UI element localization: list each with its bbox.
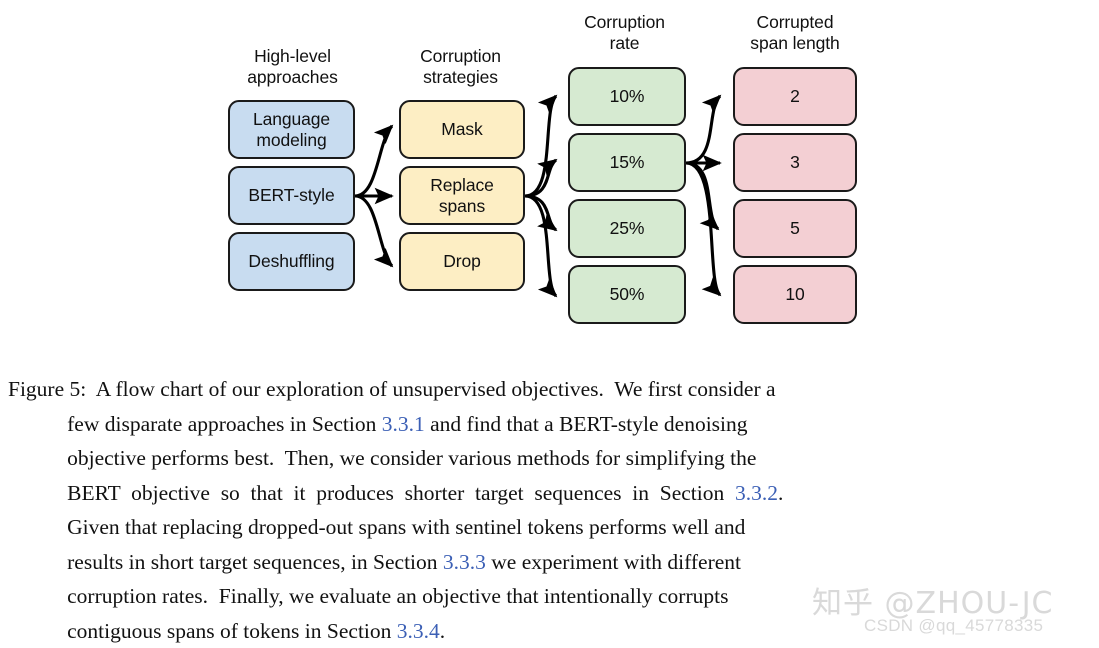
node-deshuffling[interactable]: Deshuffling — [228, 232, 355, 291]
node-span-5[interactable]: 5 — [733, 199, 857, 258]
column-header-corruption-strategies: Corruption strategies — [393, 46, 528, 88]
arrow-rate15-to-span-5 — [686, 163, 718, 229]
node-language-modeling[interactable]: Language modeling — [228, 100, 355, 159]
arrow-bert-to-mask — [355, 126, 392, 196]
flow-arrows-layer — [0, 0, 1099, 345]
arrow-replace-to-rate-50 — [525, 196, 556, 296]
arrow-group-rates-to-span-lengths — [686, 96, 720, 295]
column-header-high-level-approaches: High-level approaches — [225, 46, 360, 88]
node-replace-spans[interactable]: Replace spans — [399, 166, 525, 225]
node-rate-25[interactable]: 25% — [568, 199, 686, 258]
caption-text: corruption rates. Finally, we evaluate a… — [8, 584, 728, 608]
caption-line: objective performs best. Then, we consid… — [8, 441, 1093, 476]
node-span-2[interactable]: 2 — [733, 67, 857, 126]
caption-section-xref[interactable]: 3.3.4 — [397, 619, 440, 643]
caption-line: Figure 5: A flow chart of our exploratio… — [8, 372, 1093, 407]
arrow-replace-to-rate-25 — [525, 196, 556, 230]
node-span-10[interactable]: 10 — [733, 265, 857, 324]
node-rate-15[interactable]: 15% — [568, 133, 686, 192]
arrow-group-approaches-to-strategies — [355, 126, 392, 266]
node-drop[interactable]: Drop — [399, 232, 525, 291]
caption-section-xref[interactable]: 3.3.3 — [443, 550, 486, 574]
caption-text: . — [440, 619, 445, 643]
caption-text: objective performs best. Then, we consid… — [8, 446, 756, 470]
caption-text: A flow chart of our exploration of unsup… — [86, 377, 775, 401]
caption-line: corruption rates. Finally, we evaluate a… — [8, 579, 1093, 614]
caption-text: . — [778, 481, 783, 505]
arrow-group-strategies-to-rates — [525, 96, 556, 296]
node-span-3[interactable]: 3 — [733, 133, 857, 192]
arrow-replace-to-rate-10 — [525, 96, 556, 196]
caption-text: Given that replacing dropped-out spans w… — [8, 515, 745, 539]
column-header-corruption-rate: Corruption rate — [557, 12, 692, 54]
node-rate-50[interactable]: 50% — [568, 265, 686, 324]
caption-line: few disparate approaches in Section 3.3.… — [8, 407, 1093, 442]
caption-text: results in short target sequences, in Se… — [8, 550, 443, 574]
arrow-bert-to-drop — [355, 196, 392, 266]
node-mask[interactable]: Mask — [399, 100, 525, 159]
arrow-rate15-to-span-10 — [686, 163, 720, 295]
node-bert-style[interactable]: BERT-style — [228, 166, 355, 225]
caption-line: results in short target sequences, in Se… — [8, 545, 1093, 580]
caption-text: few disparate approaches in Section — [8, 412, 382, 436]
caption-text: and find that a BERT-style denoising — [425, 412, 748, 436]
figure-caption: Figure 5: A flow chart of our exploratio… — [8, 372, 1093, 648]
caption-text: we experiment with different — [486, 550, 741, 574]
caption-section-xref[interactable]: 3.3.1 — [382, 412, 425, 436]
caption-text: BERT objective so that it produces short… — [8, 481, 735, 505]
caption-line: contiguous spans of tokens in Section 3.… — [8, 614, 1093, 648]
caption-line: Given that replacing dropped-out spans w… — [8, 510, 1093, 545]
arrow-rate15-to-span-2 — [686, 96, 720, 163]
column-header-corrupted-span-length: Corrupted span length — [715, 12, 875, 54]
node-rate-10[interactable]: 10% — [568, 67, 686, 126]
figure-flow-chart: High-level approaches Corruption strateg… — [0, 0, 1099, 345]
caption-figure-label: Figure 5: — [8, 377, 86, 401]
arrow-replace-to-rate-15 — [525, 160, 556, 196]
caption-line: BERT objective so that it produces short… — [8, 476, 1093, 511]
caption-text: contiguous spans of tokens in Section — [8, 619, 397, 643]
caption-section-xref[interactable]: 3.3.2 — [735, 481, 778, 505]
